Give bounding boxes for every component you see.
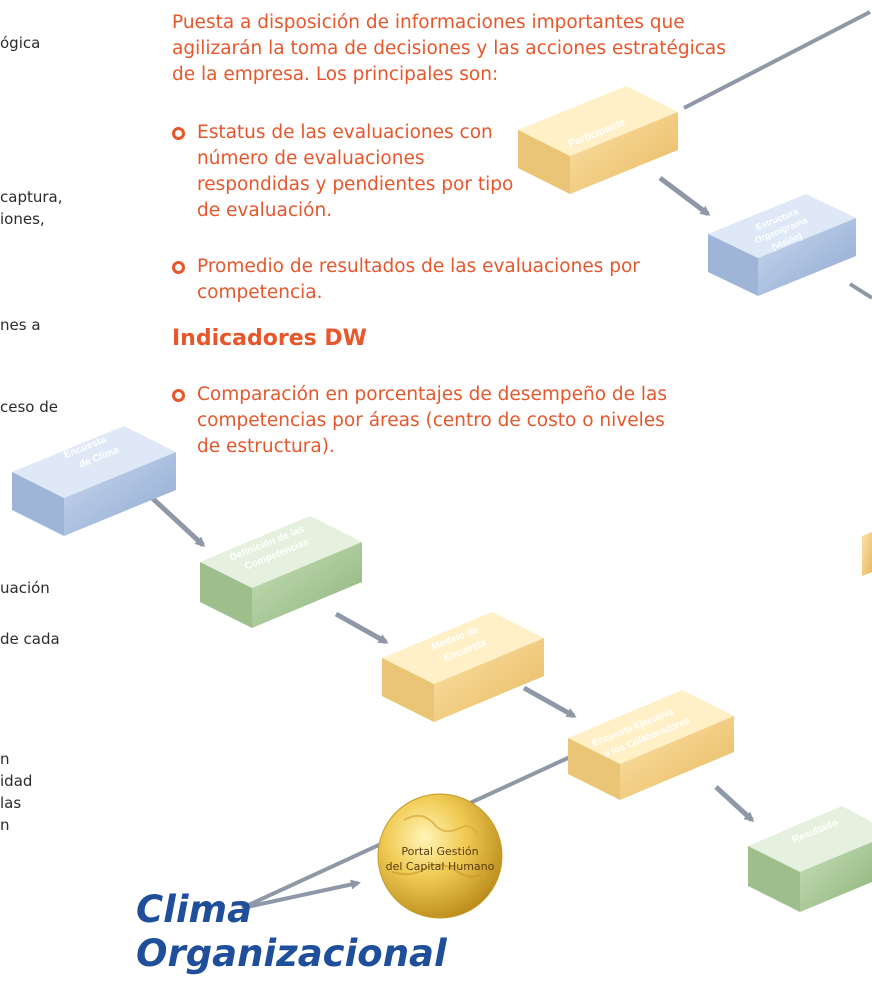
left-text-fragment: uación (0, 579, 50, 597)
bullet-text: Promedio de resultados de las evaluacion… (197, 256, 640, 303)
left-text-fragment: las (0, 794, 22, 812)
left-text-fragment: nes a (0, 316, 41, 334)
box-encuesta-ejecutiva: Encuesta Ejecutiva a los Colaboradores (568, 690, 734, 800)
connector-line (683, 10, 871, 110)
left-text-fragment: ceso de (0, 398, 58, 416)
box-participante: Participante (518, 86, 678, 194)
bullet-item: Promedio de resultados de las evaluacion… (172, 254, 697, 306)
box-modelo-encuesta: Modelo de Encuesta (382, 612, 544, 722)
bullet-item: Comparación en porcentajes de desempeño … (172, 382, 677, 460)
intro-paragraph: Puesta a disposición de informaciones im… (172, 12, 726, 85)
globe-portal-gestion: Portal Gestión del Capital Humano (377, 793, 503, 919)
globe-label: del Capital Humano (386, 860, 495, 873)
left-text-fragment: n (0, 750, 10, 768)
bullet-item: Estatus de las evaluaciones con número d… (172, 120, 517, 224)
connector-arrow (148, 494, 206, 548)
bullet-icon (172, 261, 185, 274)
bullet-icon (172, 389, 185, 402)
left-text-fragment: n (0, 816, 10, 834)
left-text-fragment: iones, (0, 210, 45, 228)
bullet-text: Comparación en porcentajes de desempeño … (197, 384, 668, 457)
box-definicion-competencias: Definición de las Competencias (200, 516, 362, 628)
title-line: Organizacional (136, 932, 447, 975)
left-text-fragment: captura, (0, 188, 63, 206)
box-estructura: Estructura Organigrama (visión) (708, 194, 856, 296)
left-text-fragment: ógica (0, 34, 41, 52)
partial-box (862, 532, 872, 576)
connector-line (848, 282, 872, 300)
bullet-icon (172, 127, 185, 140)
connector-arrow (658, 176, 711, 216)
box-resultado: Resultado (748, 806, 872, 912)
section-heading: Indicadores DW (172, 326, 367, 351)
connector-arrow (334, 611, 389, 645)
left-text-fragment: idad (0, 772, 33, 790)
globe-label: Portal Gestión (401, 845, 478, 858)
box-encuesta-clima: Encuesta de Clima (12, 426, 176, 536)
connector-arrow (522, 685, 577, 719)
left-text-fragment: de cada (0, 630, 60, 648)
connector-arrow (714, 785, 755, 823)
bullet-text: Estatus de las evaluaciones con número d… (197, 122, 514, 221)
title-line: Clima (136, 888, 253, 931)
